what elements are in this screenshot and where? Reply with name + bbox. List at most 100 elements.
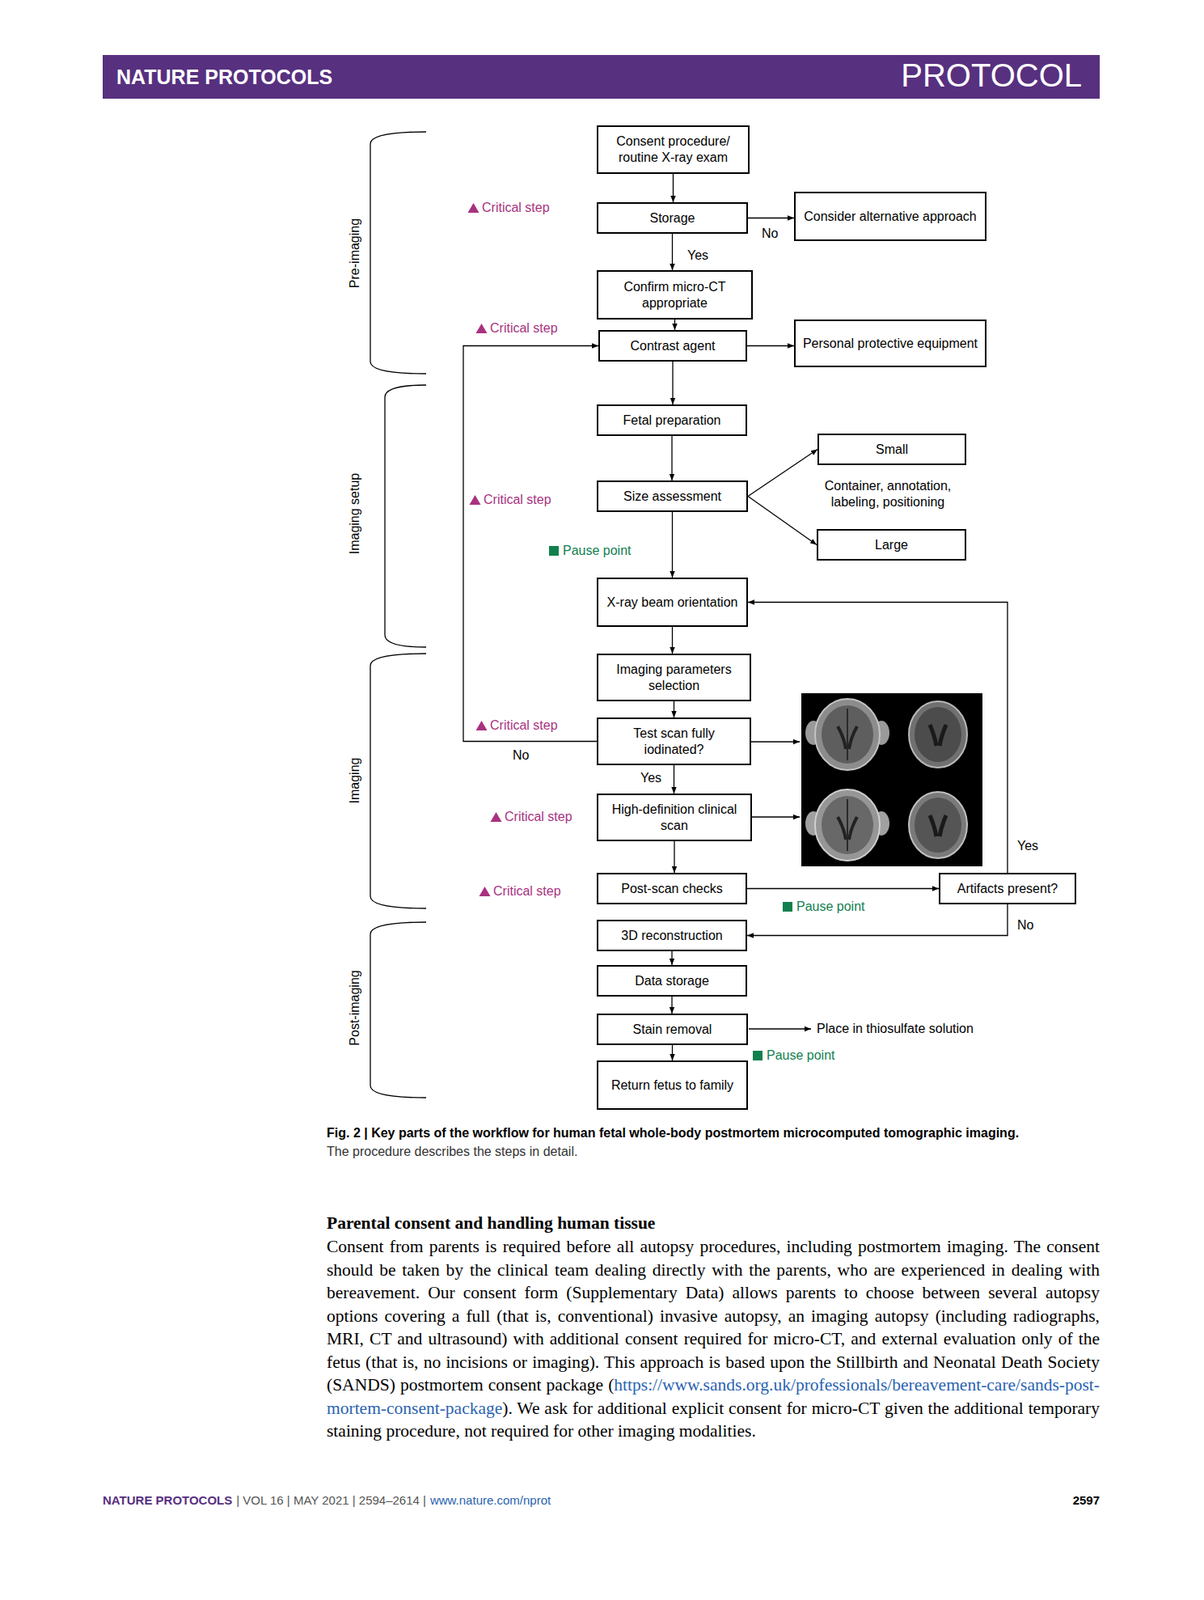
bracket — [370, 921, 427, 1098]
critical-step-marker: Critical step — [490, 807, 573, 826]
triangle-symbol — [490, 811, 503, 823]
triangle-symbol — [468, 494, 482, 506]
square-symbol — [548, 544, 561, 557]
box-text: X-ray beam orientation — [607, 594, 739, 611]
edge-label: Yes — [1015, 837, 1040, 854]
footer-journal: NATURE PROTOCOLS — [102, 1491, 233, 1509]
triangle-symbol — [475, 719, 488, 731]
box-text: Contrast agent — [630, 337, 716, 355]
brain — [821, 705, 874, 764]
process-box: Size assessment — [596, 480, 748, 512]
square-symbol — [781, 900, 795, 913]
figure-caption: Fig. 2 | Key parts of the workflow for h… — [326, 1123, 1100, 1161]
symbol-shape — [479, 886, 491, 896]
journal-name: NATURE PROTOCOLS — [116, 54, 333, 99]
process-box: Storage — [596, 202, 748, 234]
section-label: Imaging — [347, 757, 363, 804]
process-box: Artifacts present? — [938, 872, 1077, 905]
bracket — [370, 131, 427, 374]
bracket — [370, 653, 427, 909]
edge-label: No — [511, 747, 531, 764]
process-box: Imaging parameters selection — [596, 653, 752, 702]
body-paragraph: Consent from parents is required before … — [326, 1234, 1100, 1443]
box-text: Stain removal — [633, 1021, 713, 1038]
page-footer: NATURE PROTOCOLS| VOL 16 | MAY 2021 | 25… — [102, 1491, 551, 1509]
ventricle — [837, 816, 858, 840]
triangle-symbol — [467, 202, 480, 214]
symbol-shape — [476, 720, 488, 731]
box-text: Artifacts present? — [957, 880, 1059, 897]
process-box: Return fetus to family — [596, 1060, 748, 1110]
box-text: Confirm micro-CT appropriate — [604, 278, 745, 312]
box-text: 3D reconstruction — [621, 927, 723, 944]
edge-label: No — [1015, 916, 1036, 934]
process-box: Contrast agent — [598, 329, 748, 362]
box-text: Return fetus to family — [611, 1077, 734, 1094]
critical-step: Critical step — [504, 807, 573, 826]
leader-arrow — [748, 1027, 812, 1029]
symbol-shape — [490, 811, 503, 822]
box-text: Consider alternative approach — [803, 208, 976, 225]
connector-arrow — [747, 887, 939, 889]
leader-arrow — [748, 815, 800, 817]
midline — [846, 798, 849, 851]
box-text: High-definition clinical scan — [604, 801, 744, 834]
leader-arrow — [747, 740, 800, 742]
process-box: Personal protective equipment — [794, 319, 987, 368]
connector-arrow — [673, 701, 675, 718]
footer-issue: | VOL 16 | MAY 2021 | 2594–2614 | — [236, 1491, 427, 1509]
connector-arrow — [747, 602, 1008, 874]
brain — [914, 706, 962, 762]
head-slice — [805, 789, 890, 861]
connector-arrow — [673, 840, 675, 873]
section-brackets — [370, 131, 427, 1098]
connector-arrow — [672, 173, 674, 203]
process-box: Test scan fully iodinated? — [596, 717, 752, 765]
critical-step-marker: Critical step — [475, 716, 558, 735]
connector-arrow — [671, 1044, 673, 1061]
head-slice — [908, 791, 968, 858]
critical-step: Critical step — [490, 716, 558, 735]
brain — [914, 797, 962, 853]
box-text: Consent procedure/ routine X-ray exam — [604, 133, 742, 166]
ventricle — [929, 724, 947, 746]
connector-arrow — [671, 626, 673, 654]
article-type: PROTOCOL — [900, 53, 1082, 98]
critical-step-marker: Critical step — [475, 319, 558, 338]
box-text: Large — [874, 536, 909, 554]
leader-arrows — [747, 741, 812, 1029]
side-note: Place in thiosulfate solution — [816, 1019, 974, 1038]
head — [908, 791, 968, 858]
box-text: Imaging parameters selection — [604, 661, 744, 694]
critical-step: Critical step — [490, 319, 558, 338]
caption-title: Fig. 2 | Key parts of the workflow for h… — [326, 1125, 1019, 1140]
critical-step: Critical step — [493, 882, 562, 900]
connector-arrow — [671, 511, 673, 578]
pause-point: Pause point — [796, 897, 866, 916]
image-ground — [801, 692, 983, 867]
box-text: Small — [875, 441, 909, 458]
ventricle — [929, 815, 947, 837]
process-box: Confirm micro-CT appropriate — [596, 270, 753, 320]
section-label: Post-imaging — [347, 969, 363, 1045]
connector-arrow — [671, 435, 672, 481]
symbol-shape — [468, 202, 480, 213]
process-box: Large — [816, 528, 967, 561]
section-heading: Parental consent and handling human tiss… — [326, 1211, 655, 1234]
box-text: Storage — [649, 210, 695, 227]
triangle-symbol — [475, 322, 488, 334]
connector-arrow — [674, 319, 676, 330]
head-slice — [805, 698, 890, 770]
connector-arrow — [747, 345, 795, 347]
caption-text: The procedure describes the steps in det… — [326, 1141, 1100, 1161]
box-text: Fetal preparation — [623, 412, 722, 429]
connector-arrow — [671, 996, 672, 1014]
page-number: 2597 — [1073, 1491, 1100, 1509]
edge-label: No — [760, 225, 780, 242]
box-text: Personal protective equipment — [802, 335, 978, 352]
process-box: Consider alternative approach — [794, 191, 987, 241]
symbol-shape — [476, 323, 488, 334]
midline — [846, 708, 849, 761]
symbol-shape — [549, 545, 559, 556]
process-box: Consent procedure/ routine X-ray exam — [596, 125, 750, 174]
